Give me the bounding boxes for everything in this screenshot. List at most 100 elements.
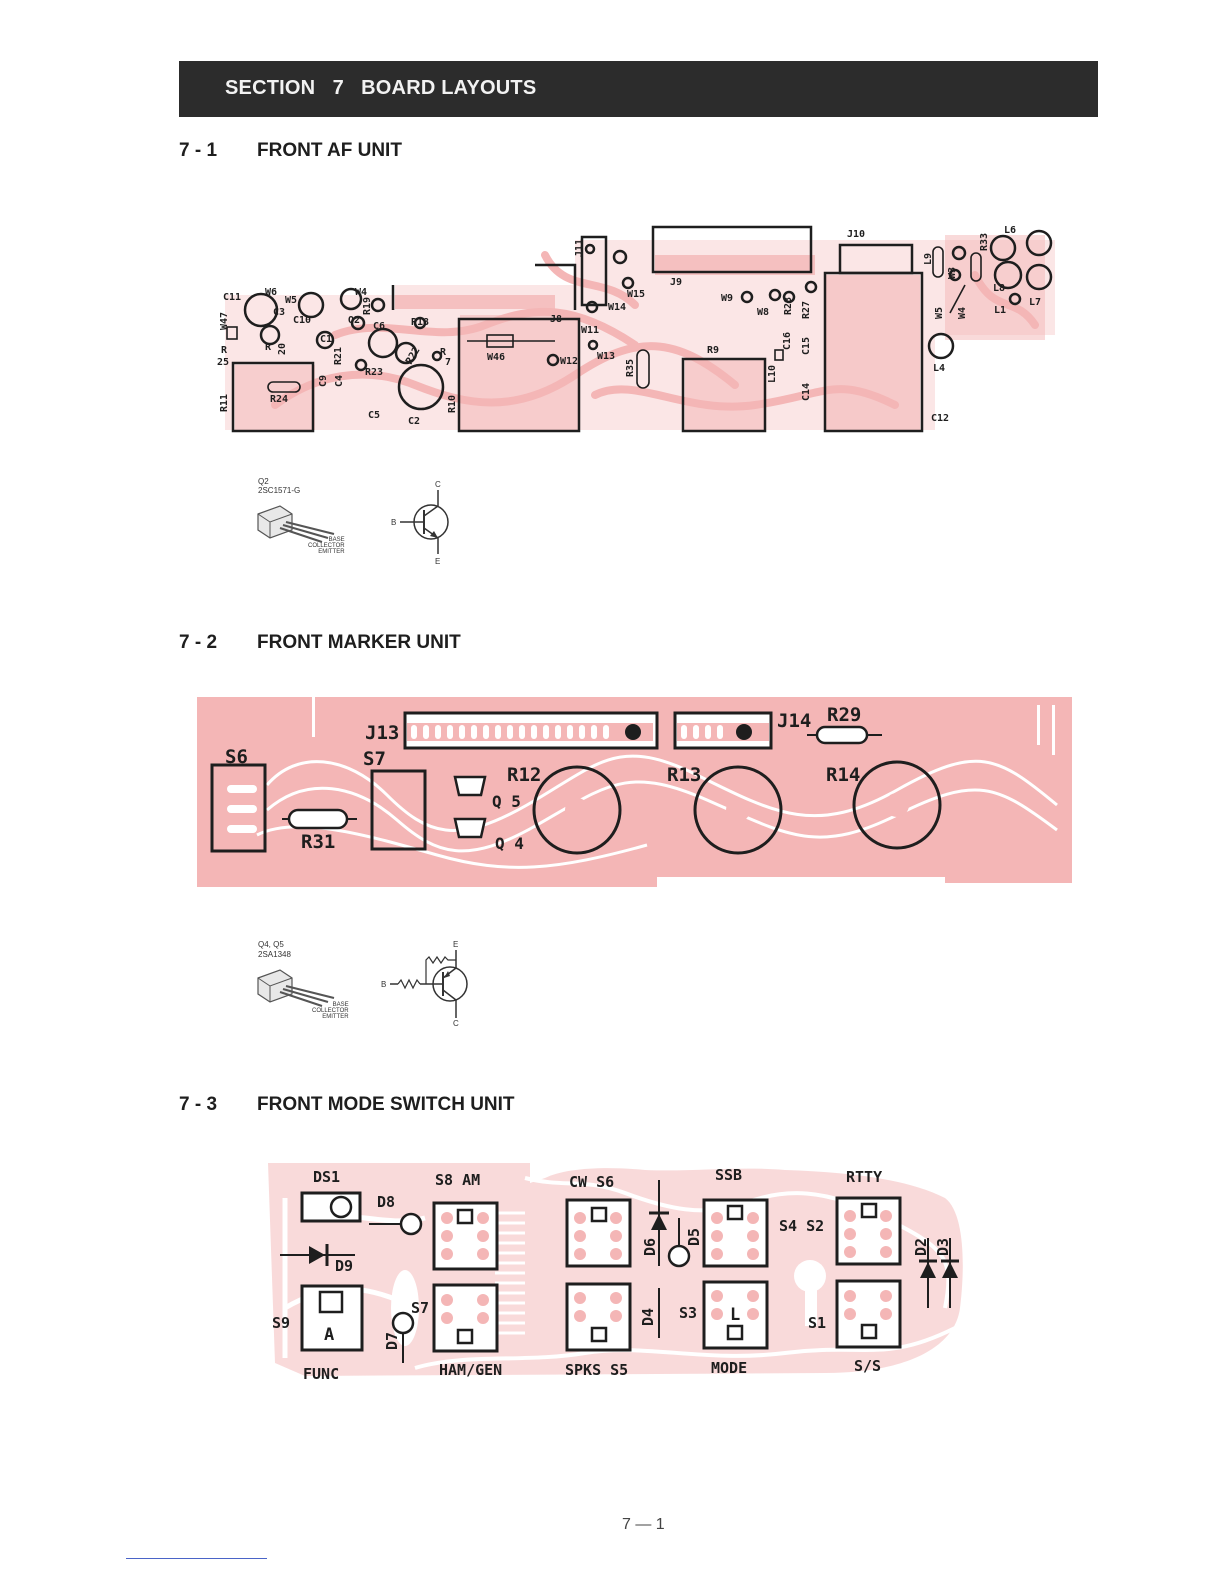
mode-cws6-label: CW S6: [569, 1173, 614, 1191]
marker-r29-label: R29: [827, 704, 861, 726]
af-label: R27: [801, 301, 812, 319]
q2-package-drawing: [250, 500, 370, 565]
mode-s8am-label: S8 AM: [435, 1171, 480, 1189]
af-label: R10: [447, 395, 458, 413]
af-label: R: [440, 347, 447, 358]
q2-ref: Q2: [258, 477, 269, 486]
af-label: W8: [757, 307, 769, 318]
af-label: W13: [597, 351, 615, 362]
q2-part: 2SC1571-G: [258, 486, 301, 495]
mode-s1-label: S1: [808, 1314, 826, 1332]
af-label: W14: [608, 302, 626, 313]
af-label: C15: [801, 337, 812, 355]
af-label: W12: [560, 356, 578, 367]
marker-r12-label: R12: [507, 764, 541, 786]
af-label: C1: [320, 334, 332, 345]
mode-a-label: A: [324, 1325, 334, 1345]
af-label: W3: [947, 267, 958, 279]
mode-hamgen-label: HAM/GEN: [439, 1361, 502, 1379]
q4q5-pin-legend: BASE COLLECTOR EMITTER: [312, 1002, 349, 1020]
mode-s7-label: S7: [411, 1299, 429, 1317]
mode-ssb-label: SSB: [715, 1166, 742, 1184]
af-label: L10: [767, 365, 778, 383]
af-label: L1: [994, 305, 1006, 316]
mode-d9-label: D9: [335, 1257, 353, 1275]
af-label: C12: [931, 413, 949, 424]
section-title-marker: 7 - 2 FRONT MARKER UNIT: [179, 632, 461, 654]
af-label: R: [265, 342, 272, 353]
af-label: L7: [1029, 297, 1041, 308]
af-label: W5: [285, 295, 297, 306]
mode-switch-board: DS1 D8 D9 S8 AM CW S6 SSB RTTY D6 D5 S4 …: [265, 1158, 975, 1388]
section-number: 7 - 1: [179, 140, 218, 161]
q2-npn-symbol: B C E: [388, 478, 458, 573]
q4q5-base-pin: B: [381, 980, 386, 989]
mode-d5-label: D5: [685, 1228, 703, 1246]
section-name: FRONT MODE SWITCH UNIT: [257, 1094, 515, 1115]
af-label: R: [221, 345, 228, 356]
mode-d6-label: D6: [641, 1238, 659, 1256]
mode-s9-label: S9: [272, 1314, 290, 1332]
af-label: R23: [365, 367, 383, 378]
af-label: R11: [219, 394, 230, 412]
marker-unit-board: J13 J14 R29 S6 S7 R12 R13 R14 R31 Q 5 Q …: [197, 695, 1077, 890]
af-label: W9: [721, 293, 733, 304]
mode-d2-label: D2: [912, 1238, 930, 1256]
af-label: R9: [707, 345, 719, 356]
mode-func-label: FUNC: [303, 1365, 339, 1383]
marker-q4-label: Q 4: [495, 834, 524, 853]
mode-rtty-label: RTTY: [846, 1168, 882, 1186]
mode-spkss5-label: SPKS S5: [565, 1361, 628, 1379]
q2-emitter-pin: E: [435, 557, 440, 566]
marker-r14-label: R14: [826, 764, 860, 786]
footer-rule: [126, 1558, 267, 1559]
q4q5-emitter-pin: E: [453, 940, 458, 949]
mode-s3-label: S3: [679, 1304, 697, 1322]
q4q5-ref: Q4, Q5: [258, 940, 284, 949]
q4q5-package-drawing: [250, 964, 370, 1029]
marker-s7-label: S7: [363, 748, 386, 770]
af-label: R19: [362, 297, 373, 315]
af-label: L4: [933, 363, 945, 374]
af-label: C3: [273, 307, 285, 318]
mode-d3-label: D3: [934, 1238, 952, 1256]
q4q5-pnp-symbol: B E C: [378, 938, 478, 1033]
af-label: L6: [1004, 225, 1016, 236]
section-number: 7 - 3: [179, 1094, 218, 1115]
section-title-af: 7 - 1 FRONT AF UNIT: [179, 140, 402, 162]
af-label: W46: [487, 352, 505, 363]
section-number: 7 - 2: [179, 632, 218, 653]
af-label: 25: [217, 357, 229, 368]
af-label: 20: [277, 343, 288, 355]
marker-j13-label: J13: [365, 722, 399, 744]
page-number: 7 — 1: [622, 1516, 665, 1533]
af-label: C5: [368, 410, 380, 421]
section-header-bar: SECTION 7 BOARD LAYOUTS: [179, 61, 1098, 117]
af-label: W6: [265, 287, 277, 298]
af-label: J8: [550, 314, 562, 325]
section-name: FRONT MARKER UNIT: [257, 632, 461, 653]
af-label: R35: [625, 359, 636, 377]
af-label: W47: [219, 312, 230, 330]
mode-d8-label: D8: [377, 1193, 395, 1211]
q2-base-pin: B: [391, 518, 396, 527]
af-label: W4: [957, 307, 968, 319]
af-unit-board: C11 W6 W5 W47 C3 C10 W4 R19 Q2 C6 R18 R …: [215, 215, 1055, 435]
af-label: R18: [411, 317, 429, 328]
af-label: L8: [993, 283, 1005, 294]
af-label: R24: [270, 394, 288, 405]
marker-r13-label: R13: [667, 764, 701, 786]
mode-d7-label: D7: [383, 1332, 401, 1350]
q4q5-part: 2SA1348: [258, 950, 291, 959]
af-label: C10: [293, 315, 311, 326]
af-label: W11: [581, 325, 599, 336]
q2-pin-legend: BASE COLLECTOR EMITTER: [308, 537, 345, 555]
af-label: J9: [670, 277, 682, 288]
mode-l-label: L: [730, 1305, 740, 1325]
af-label: C2: [408, 416, 420, 427]
section-name: FRONT AF UNIT: [257, 140, 402, 161]
af-label: W15: [627, 289, 645, 300]
af-label: C4: [334, 375, 345, 387]
af-label: R28: [783, 297, 794, 315]
section-header-title: SECTION 7 BOARD LAYOUTS: [225, 77, 537, 99]
